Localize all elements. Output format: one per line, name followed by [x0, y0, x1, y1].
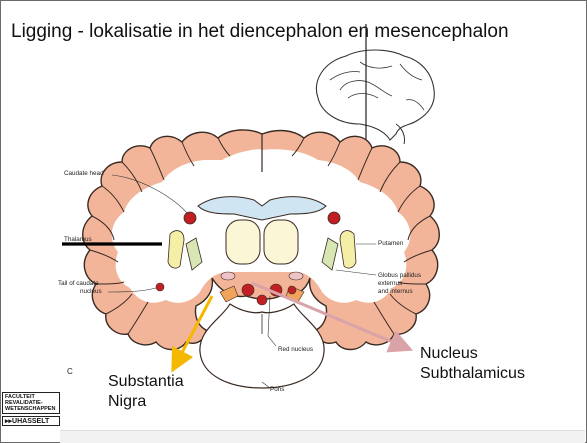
faculty-name: FACULTEIT REVALIDATIE- WETENSCHAPPEN	[2, 392, 60, 414]
annotation-substantia-1: Substantia	[108, 372, 184, 392]
uhasselt-brand: ▸▸UHASSELT	[2, 416, 60, 426]
label-globus-pallidus-3: and internus	[378, 288, 413, 295]
midline-nucleus	[257, 295, 267, 305]
annotation-substantia-2: Nigra	[108, 392, 146, 412]
caudate-head-right	[328, 212, 340, 224]
annotation-nucleus-1: Nucleus	[420, 344, 478, 364]
label-pons: Pons	[270, 386, 284, 393]
label-putamen: Putamen	[378, 240, 403, 247]
caudate-tail-left	[156, 283, 164, 291]
label-tail-of-caudate-1: Tail of caudate	[58, 280, 99, 287]
red-nucleus-left	[242, 284, 254, 296]
thalamus-right	[264, 220, 298, 264]
label-globus-pallidus-2: externus	[378, 280, 402, 287]
label-tail-of-caudate-2: nucleus	[80, 288, 102, 295]
caudate-tail-right	[288, 286, 296, 294]
subthalamic-left	[221, 272, 235, 280]
label-red-nucleus: Red nucleus	[278, 346, 313, 353]
footer-strip	[60, 430, 585, 443]
faculty-logo: FACULTEIT REVALIDATIE- WETENSCHAPPEN ▸▸U…	[2, 392, 60, 426]
label-panel-letter: C	[67, 368, 73, 375]
annotation-nucleus-2: Subthalamicus	[420, 364, 525, 384]
coronal-section	[62, 130, 439, 388]
subthalamic-right	[289, 272, 303, 280]
caudate-head-left	[184, 212, 196, 224]
sagittal-brain-thumbnail	[316, 24, 434, 152]
label-thalamus: Thalamus	[64, 236, 92, 243]
label-caudate-head: Caudate head	[64, 170, 104, 177]
thalamus-left	[226, 220, 260, 264]
label-globus-pallidus-1: Globus pallidus	[378, 272, 421, 279]
